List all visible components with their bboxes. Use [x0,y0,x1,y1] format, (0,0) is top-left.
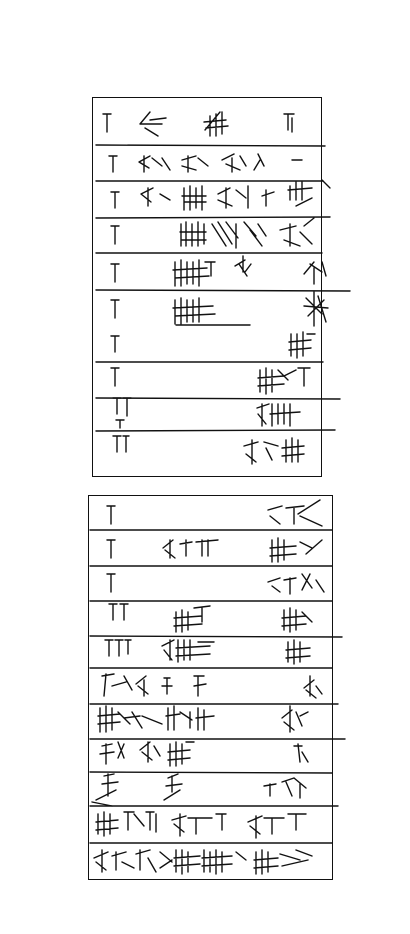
cuneiform-line-2 [108,153,303,173]
cuneiform-line-4 [110,217,315,249]
obverse-ruling-line [95,429,336,432]
obverse-tablet-frame [92,97,322,477]
cuneiform-line-14 [108,603,313,633]
cuneiform-line-13 [106,573,325,595]
cuneiform-line-21 [93,849,313,875]
obverse-ruling-line [95,216,331,219]
obverse-ruling-line [95,144,326,147]
obverse-ruling-line [95,289,351,292]
cuneiform-line-11 [106,499,323,527]
cuneiform-line-9 [112,397,301,429]
reverse-ruling-line [89,771,333,774]
reverse-ruling-line [89,635,343,638]
cuneiform-line-16 [101,673,323,699]
cuneiform-line-10 [112,435,305,465]
cuneiform-line-3 [110,179,331,211]
cuneiform-line-12 [106,537,323,563]
obverse-ruling-line [95,397,341,400]
cuneiform-line-6 [110,291,329,327]
cuneiform-line-1 [102,111,295,137]
cuneiform-line-8 [110,367,311,395]
cuneiform-line-5 [110,255,327,287]
cuneiform-line-20 [95,811,307,839]
cuneiform-line-18 [99,741,309,767]
cuneiform-line-19 [91,773,307,807]
reverse-tablet-frame [88,495,333,880]
cuneiform-line-15 [104,639,311,665]
cuneiform-line-7 [110,331,316,359]
cuneiform-line-17 [97,705,309,733]
